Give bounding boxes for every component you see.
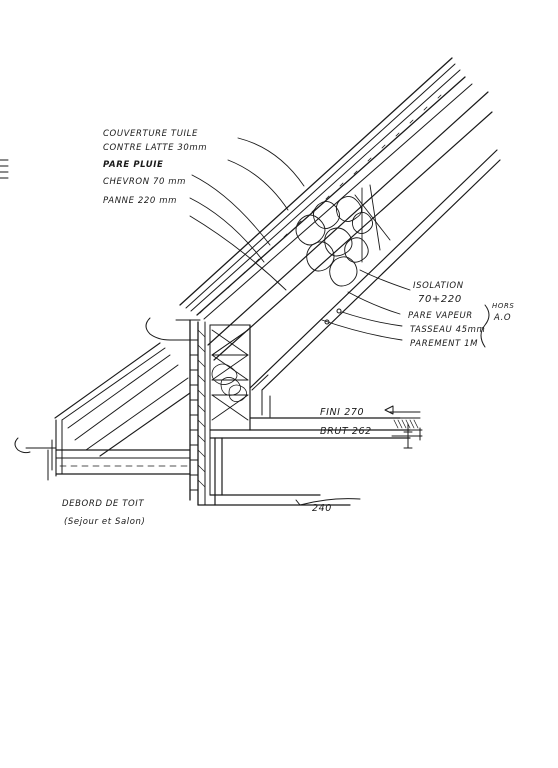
label-brut: BRUT 262 [320, 426, 372, 437]
dim-240-line [295, 498, 361, 506]
label-parement: PAREMENT 1M [410, 339, 478, 349]
label-sejour: (Sejour et Salon) [64, 517, 145, 527]
label-dim-240: 240 [312, 503, 332, 514]
label-pare-vapeur: PARE VAPEUR [408, 311, 473, 321]
upper-gutter [145, 317, 201, 341]
rafter-bracing [354, 184, 391, 263]
leader-lines-left [189, 137, 305, 291]
label-tasseau: TASSEAU 45mm [410, 325, 485, 335]
label-debord: DEBORD DE TOIT [62, 499, 144, 509]
label-hors: HORS [492, 302, 514, 310]
main-roof [179, 57, 501, 418]
level-marks [384, 405, 423, 449]
label-couverture: COUVERTURE TUILE [103, 129, 198, 139]
label-isolation: ISOLATION [413, 281, 464, 291]
label-panne: PANNE 220 mm [103, 196, 177, 206]
label-chevron: CHEVRON 70 mm [103, 177, 186, 187]
wall [189, 319, 251, 506]
labels-right: ISOLATION 70+220 PARE VAPEUR TASSEAU 45m… [408, 281, 514, 349]
labels-debord: DEBORD DE TOIT (Sejour et Salon) [62, 499, 145, 527]
label-isolation-value: 70+220 [418, 294, 462, 305]
label-fini: FINI 270 [320, 407, 364, 418]
margin-ticks [0, 159, 9, 179]
leader-lines-right [321, 269, 490, 348]
floor-slabs [197, 417, 411, 506]
lower-overhang [14, 342, 191, 481]
insulation-loops [295, 196, 373, 287]
label-ao: A.O [493, 313, 511, 323]
labels-left: COUVERTURE TUILE CONTRE LATTE 30mm PARE … [103, 129, 207, 206]
label-pare-pluie: PARE PLUIE [103, 160, 163, 170]
label-contre-latte: CONTRE LATTE 30mm [103, 143, 207, 153]
labels-levels: FINI 270 BRUT 262 240 [312, 407, 372, 514]
